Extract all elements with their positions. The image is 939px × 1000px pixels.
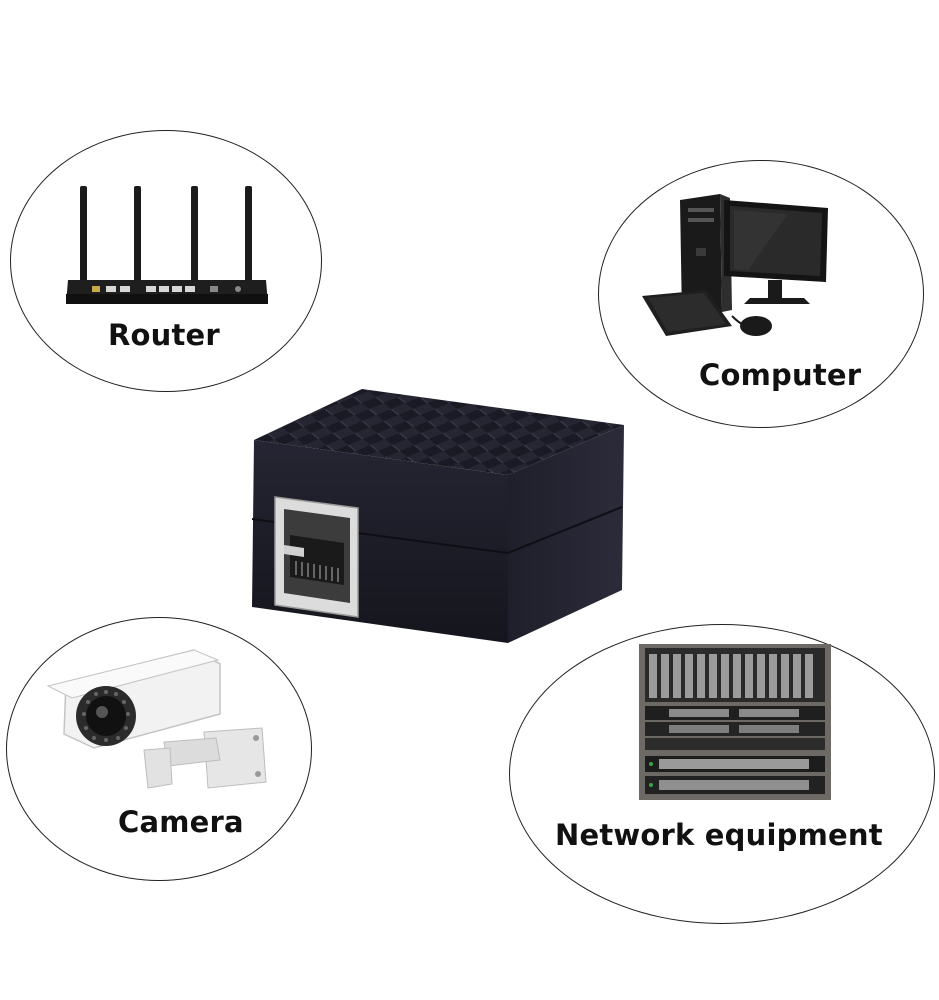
desktop-computer-icon bbox=[642, 194, 828, 336]
rj45-coupler-icon bbox=[251, 389, 624, 643]
camera-label: Camera bbox=[118, 805, 244, 839]
router-label: Router bbox=[108, 318, 220, 352]
router-oval bbox=[10, 130, 322, 392]
computer-label: Computer bbox=[699, 358, 862, 392]
network-equipment-label: Network equipment bbox=[555, 818, 883, 852]
server-rack-icon bbox=[639, 644, 831, 800]
router-icon bbox=[66, 186, 268, 304]
security-camera-icon bbox=[46, 649, 267, 789]
